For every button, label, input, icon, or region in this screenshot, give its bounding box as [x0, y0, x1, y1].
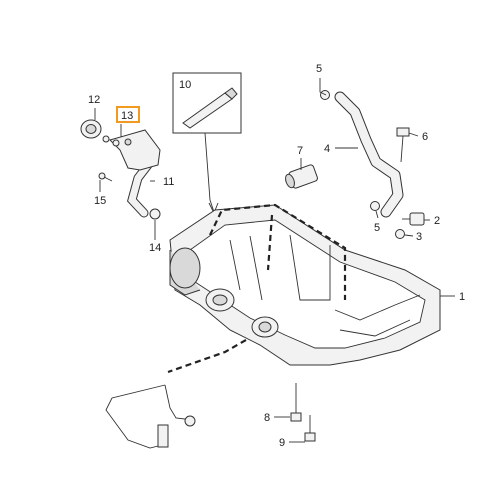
oil-pipe	[109, 129, 161, 220]
callout-11: 11	[163, 176, 174, 188]
callout-5-top: 5	[316, 63, 322, 75]
callout-4: 4	[324, 143, 330, 155]
washer-3	[395, 229, 405, 239]
bolt-9	[304, 415, 316, 442]
bolt-6	[396, 127, 410, 163]
callout-15: 15	[94, 195, 106, 207]
sensor-cable	[105, 384, 196, 449]
callout-12: 12	[88, 94, 100, 106]
callout-9: 9	[279, 437, 285, 449]
callout-7: 7	[297, 145, 303, 157]
bolt-8	[290, 383, 302, 422]
callout-14: 14	[149, 242, 161, 254]
callout-1: 1	[459, 291, 465, 303]
callout-6: 6	[422, 131, 428, 143]
pan-gasket-outline	[209, 203, 347, 300]
seal-cap	[80, 119, 102, 139]
sealant-tube-inset	[172, 72, 242, 215]
callout-3: 3	[416, 231, 422, 243]
o-ring-13a	[102, 135, 110, 143]
oil-pan	[169, 204, 441, 366]
callout-13: 13	[121, 110, 133, 122]
plug-7	[285, 164, 318, 189]
leader-lines	[94, 78, 455, 443]
callout-8: 8	[264, 412, 270, 424]
screw-15	[98, 172, 113, 182]
callout-2: 2	[434, 215, 440, 227]
callout-10: 10	[179, 79, 191, 91]
pan-gasket-outline-lower	[167, 339, 247, 374]
callout-5-mid: 5	[374, 222, 380, 234]
breather-hose	[320, 90, 404, 218]
o-ring-13b	[112, 139, 120, 147]
callout-13-highlight	[116, 106, 140, 123]
drain-plug-2	[402, 212, 425, 226]
